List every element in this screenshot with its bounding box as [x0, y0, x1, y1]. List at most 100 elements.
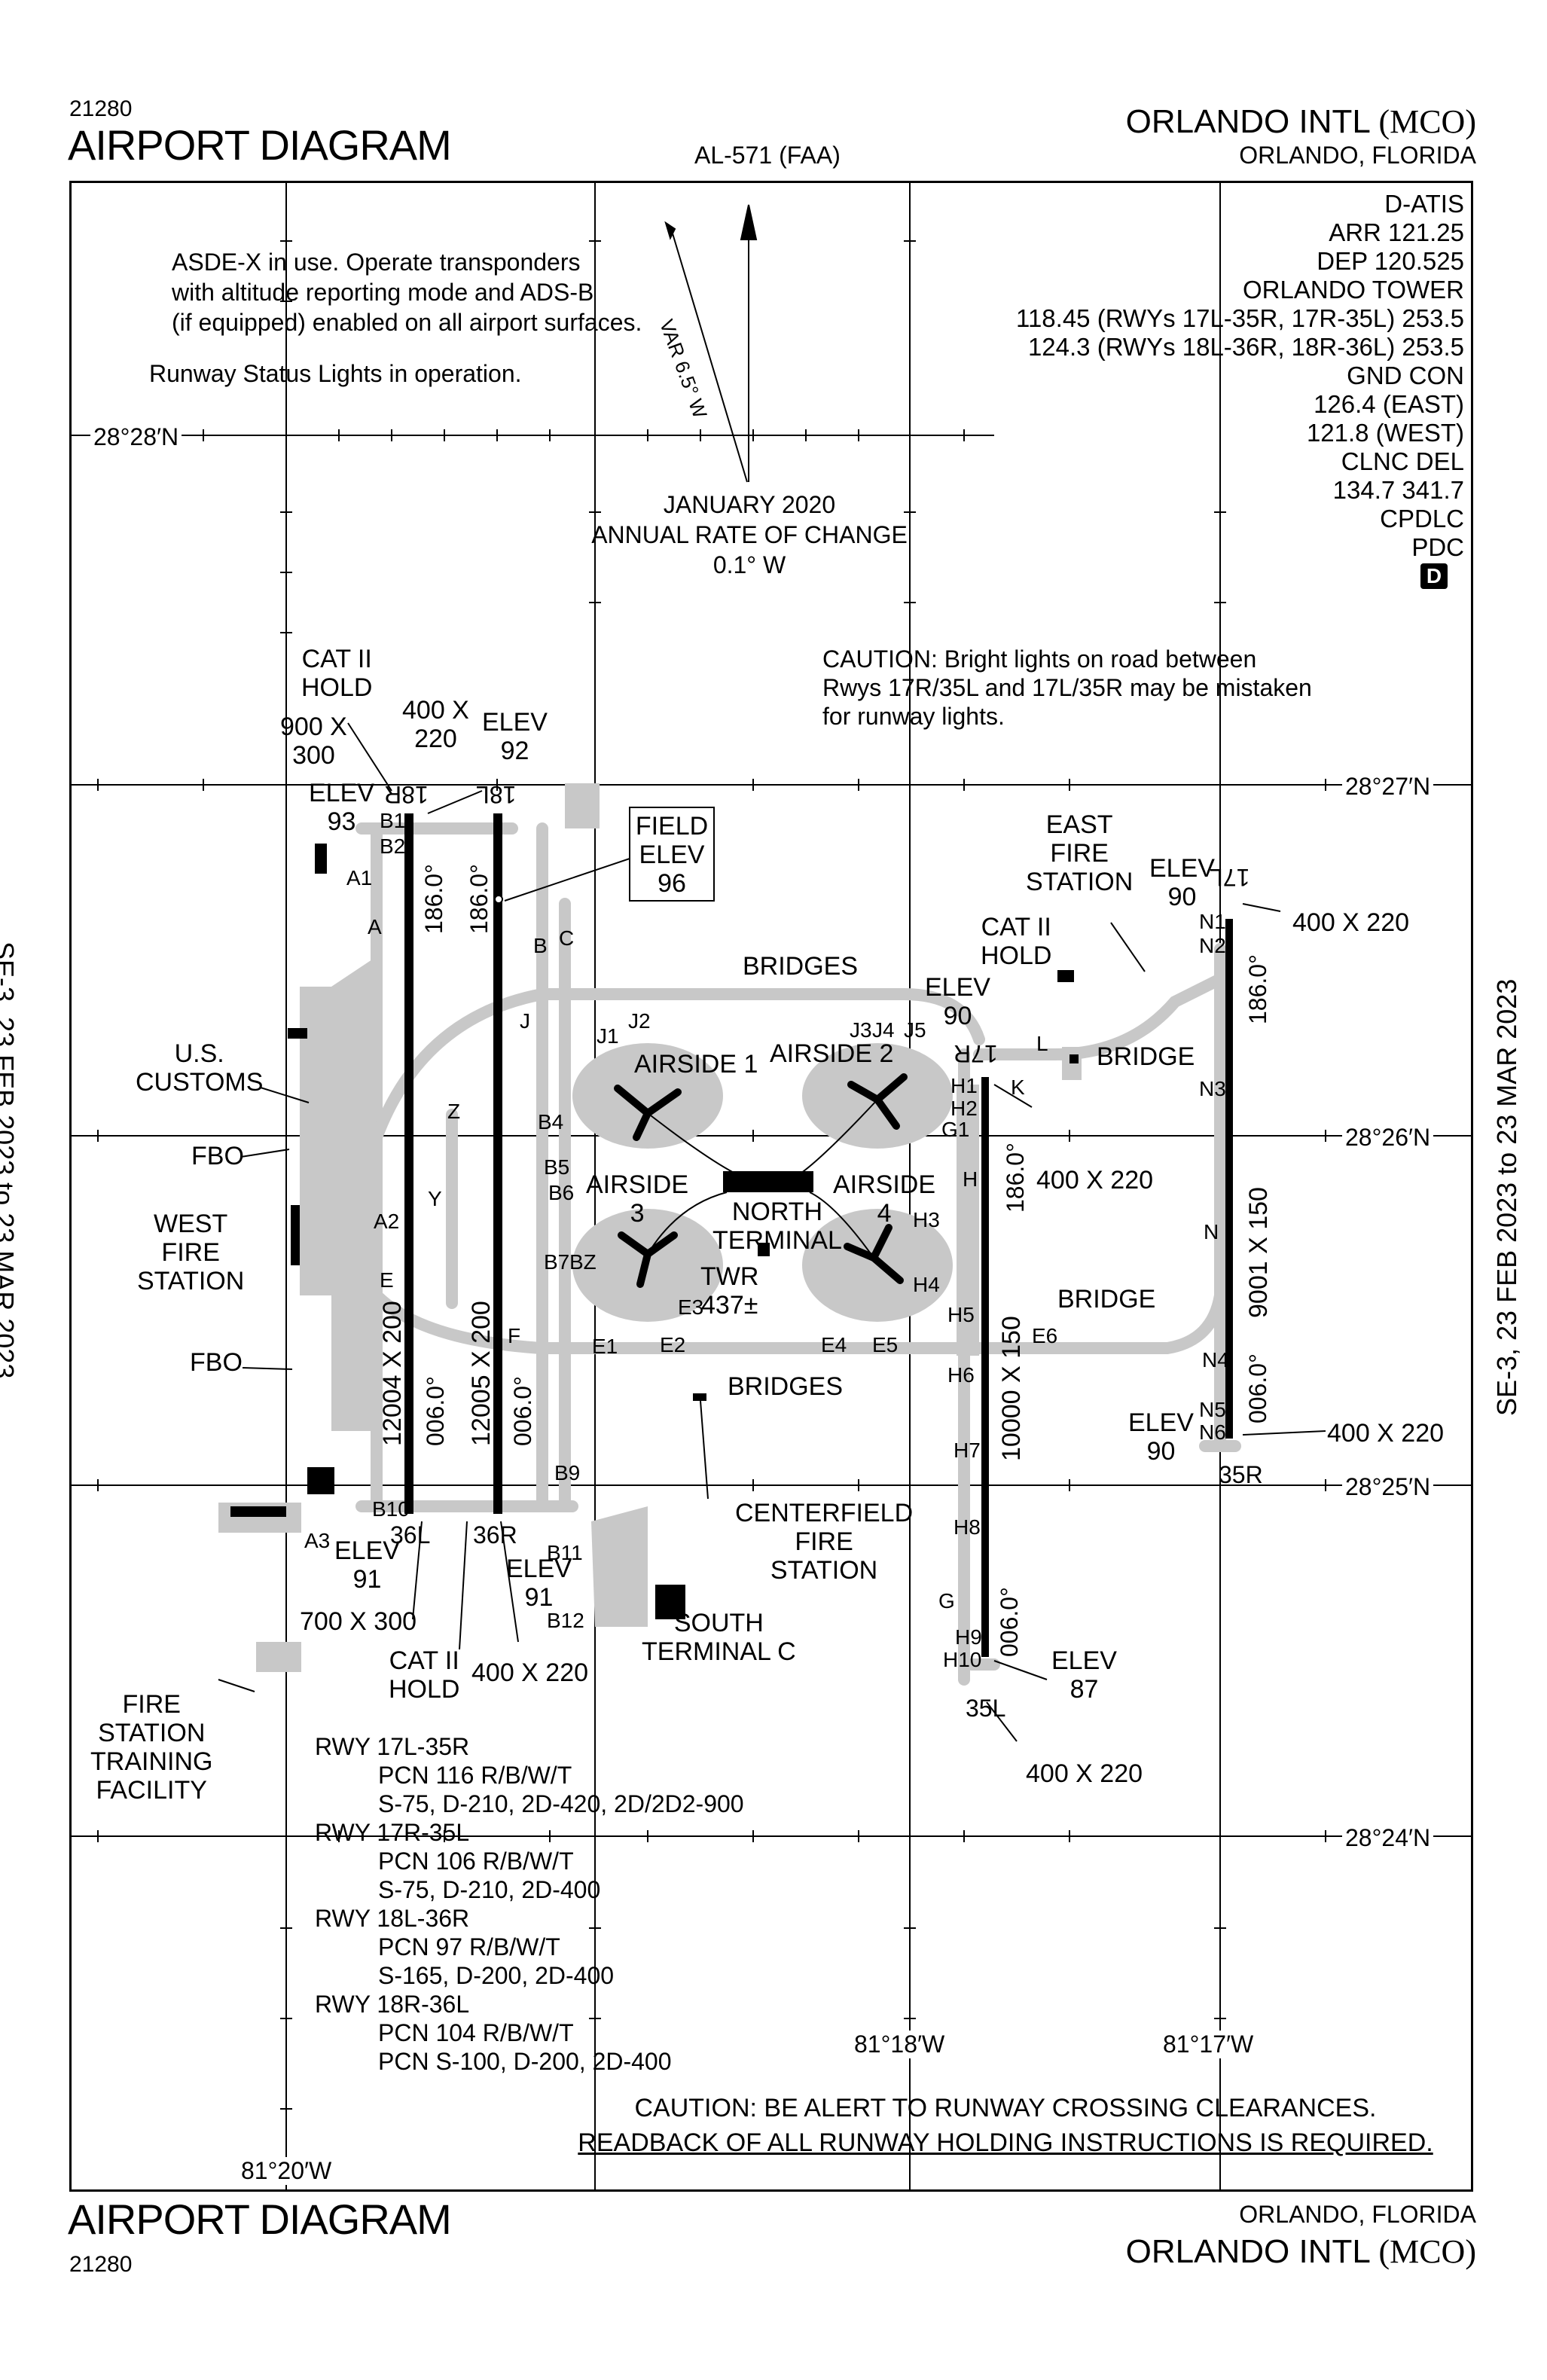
taxiway-label: H [963, 1167, 978, 1191]
taxiway-label: N6 [1199, 1420, 1226, 1444]
airside-3-label: AIRSIDE 3 [586, 1170, 688, 1228]
rwy-info-line: PCN 104 R/B/W/T [378, 2019, 574, 2046]
chart-id: AL-571 (FAA) [694, 142, 841, 169]
taxiway-label: H9 [955, 1625, 982, 1649]
tower-line: TWR [700, 1262, 759, 1291]
title-top: AIRPORT DIAGRAM [68, 121, 452, 169]
caution-lights-line-2: Rwys 17R/35L and 17L/35R may be mistaken [822, 674, 1312, 701]
cat2-line: HOLD [301, 673, 373, 702]
dim-18r: 12004 X 200 [378, 1301, 407, 1446]
taxiway-label: B5 [544, 1155, 570, 1179]
taxiway-label: K [1011, 1076, 1025, 1099]
taxiway-label: H7 [954, 1439, 981, 1462]
elev-91-36r: ELEV 91 [506, 1555, 572, 1612]
taxiway-label: N3 [1199, 1077, 1226, 1100]
elev-label: ELEV [309, 779, 374, 807]
fire-line: FIRE [1050, 839, 1109, 868]
fire-line: FIRE [161, 1238, 220, 1267]
fire-training-label: FIRE STATION TRAINING FACILITY [90, 1690, 212, 1805]
rwy-info-title: RWY 18L-36R [315, 1905, 470, 1932]
lat-2827: 28°27′N [1342, 773, 1434, 801]
customs-line: CUSTOMS [136, 1068, 264, 1097]
magnetic-north-line [670, 225, 748, 483]
taxiway-label: J [520, 1009, 530, 1033]
taxiway-label: B12 [547, 1609, 584, 1632]
airside-1-apron [572, 1043, 723, 1149]
lon-8118: 81°18′W [851, 2031, 948, 2058]
cat2-hold-north: CAT II HOLD [301, 645, 372, 702]
dim-400x220-nw: 400 X 220 [402, 696, 469, 753]
cat2-hold-east: CAT II HOLD [981, 913, 1051, 970]
dim-17r: 10000 X 150 [997, 1316, 1026, 1461]
elev-label: ELEV [1051, 1646, 1117, 1675]
caution-lights-note: CAUTION: Bright lights on road between R… [822, 645, 1312, 731]
west-fire-station-label: WEST FIRE STATION [137, 1210, 244, 1295]
airport-name: ORLANDO INTL [1125, 2233, 1370, 2270]
comm-gnd: GND CON [1347, 362, 1464, 389]
airside-line: AIRSIDE [833, 1170, 936, 1199]
comm-clnc-freq: 134.7 341.7 [1332, 476, 1464, 504]
lon-8117: 81°17′W [1160, 2031, 1257, 2058]
dim-700x300: 700 X 300 [300, 1607, 417, 1636]
elev-90-17r: ELEV 90 [925, 973, 990, 1030]
annual-line-2: ANNUAL RATE OF CHANGE [591, 521, 908, 548]
elev-label: ELEV [1149, 854, 1215, 883]
dim-17l: 9001 X 150 [1244, 1187, 1273, 1318]
taxiway-label: B7 [544, 1250, 570, 1274]
fire-line: CENTERFIELD [735, 1499, 914, 1527]
taxiway-label: B9 [554, 1461, 581, 1484]
elev-value: 92 [500, 737, 529, 765]
comm-cpdlc: CPDLC [1380, 505, 1464, 532]
fire-line: STATION [137, 1267, 245, 1295]
fire-line: EAST [1045, 810, 1113, 839]
taxiway-label: N1 [1199, 910, 1226, 933]
customs-line: U.S. [174, 1039, 224, 1068]
taxiway-label: J2 [628, 1009, 651, 1033]
dim-400x220-35l: 400 X 220 [1026, 1759, 1143, 1788]
rwy-info-title: RWY 17L-35R [315, 1733, 470, 1760]
leader-lines [218, 722, 1326, 1742]
elev-value: 93 [327, 807, 356, 836]
doc-number-bottom: 21280 [69, 2252, 133, 2277]
comm-gnd-west: 121.8 (WEST) [1306, 419, 1464, 447]
taxiway-label: E4 [821, 1333, 847, 1356]
title-bottom: AIRPORT DIAGRAM [68, 2195, 452, 2243]
field-elev-value: 96 [658, 869, 686, 898]
taxiway-label: B10 [372, 1497, 410, 1521]
rwy-info-18l-36r: RWY 18L-36R PCN 97 R/B/W/T S-165, D-200,… [315, 1904, 744, 1990]
cat2-line: CAT II [389, 1646, 459, 1675]
rwy-info-line: PCN S-100, D-200, 2D-400 [378, 2048, 672, 2075]
lon-8120: 81°20′W [238, 2157, 335, 2185]
taxiway-label: H10 [943, 1648, 982, 1671]
taxiway-label: B4 [538, 1110, 564, 1134]
runway-17l-35r [1225, 919, 1233, 1439]
comm-tower-freq-2: 124.3 (RWYs 18L-36R, 18R-36L) 253.5 [1027, 333, 1464, 361]
lat-2824: 28°24′N [1342, 1824, 1434, 1852]
hdg-006-35r: 006.0° [1244, 1353, 1271, 1423]
taxiway-label: H2 [950, 1097, 978, 1120]
dim-900x300: 900 X 300 [280, 712, 347, 770]
hdg-006-35l: 006.0° [996, 1587, 1023, 1657]
comm-dep: DEP 120.525 [1317, 247, 1464, 275]
taxiway-label: J3 [850, 1018, 872, 1042]
cat2-hold-south: CAT II HOLD [389, 1646, 459, 1704]
pdc-badge: D [1420, 563, 1448, 589]
west-apron [331, 957, 377, 1431]
rwy-info-line: PCN 106 R/B/W/T [378, 1848, 574, 1875]
annual-line-3: 0.1° W [712, 551, 786, 578]
comm-arr: ARR 121.25 [1329, 218, 1464, 246]
taxiway-label: H3 [913, 1208, 940, 1231]
hdg-186-18l: 186.0° [465, 864, 493, 934]
taxiway-label: J1 [597, 1024, 619, 1048]
comm-datis: D-ATIS [1384, 190, 1464, 218]
taxiway-label: E5 [872, 1333, 899, 1356]
east-fire-station-label: EAST FIRE STATION [1026, 810, 1133, 896]
taxiway-label: E6 [1032, 1324, 1058, 1347]
airport-name-bottom: ORLANDO INTL (MCO) [1126, 2232, 1476, 2271]
people-mover [647, 1099, 878, 1259]
tower-label: TWR 437± [700, 1262, 758, 1320]
field-elev-label: FIELD ELEV 96 [622, 812, 722, 898]
dim-400x220-17r: 400 X 220 [1036, 1166, 1154, 1195]
field-elev-line: ELEV [639, 841, 705, 869]
taxiway-label: B6 [548, 1181, 575, 1204]
